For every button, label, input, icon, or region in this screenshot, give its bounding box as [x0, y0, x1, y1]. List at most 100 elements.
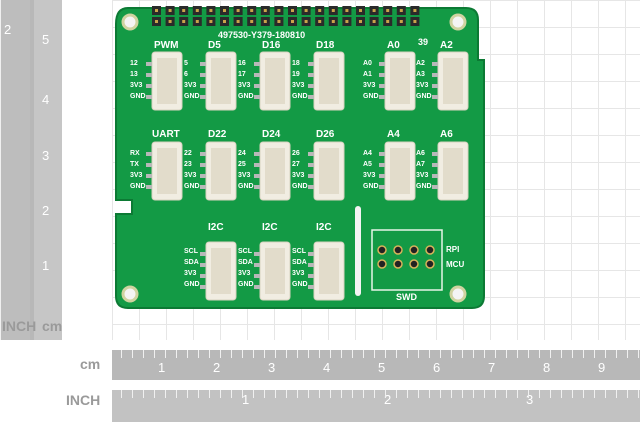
gpio-pin-tip: [155, 20, 158, 23]
pin-label: GND: [363, 93, 379, 100]
gpio-pin-tip: [386, 9, 390, 12]
cm-ruler-number: 2: [213, 360, 221, 375]
cm-ruler-number: 6: [433, 360, 441, 375]
gpio-pin-tip: [168, 9, 172, 12]
grove-connector: [379, 141, 416, 201]
connector-label: I2C: [262, 222, 278, 233]
gpio-pin-tip: [304, 20, 308, 23]
gpio-pin-tip: [345, 9, 349, 12]
swd-rpi-label: RPI: [446, 245, 460, 254]
gpio-pin-tip: [345, 20, 349, 23]
pin-label: GND: [130, 93, 146, 100]
pin-label: 27: [292, 161, 300, 168]
pin-label: 3V3: [292, 172, 305, 179]
pin-label: GND: [363, 183, 379, 190]
pin-label: GND: [292, 281, 308, 288]
gpio-pin-tip: [209, 20, 213, 23]
gpio-pin-tip: [413, 9, 417, 12]
gpio-pin-tip: [372, 20, 376, 23]
pin-label: A2: [416, 60, 425, 67]
grove-connector: [432, 141, 469, 201]
pin-label: 3V3: [363, 82, 376, 89]
gpio-pin-tip: [168, 20, 172, 23]
connector-label: D18: [316, 40, 335, 51]
inch-ruler-number: 1: [242, 392, 250, 407]
pin-label: 3V3: [238, 82, 251, 89]
connector-label: A2: [440, 40, 453, 51]
pin-label: 3V3: [292, 270, 305, 277]
gpio-pin-tip: [291, 9, 294, 12]
gpio-pin-tip: [331, 9, 335, 12]
connector-label: A0: [387, 40, 400, 51]
pin-label: GND: [416, 183, 432, 190]
connector-label: I2C: [208, 222, 224, 233]
pin-label: RX: [130, 150, 140, 157]
pin-label: 18: [292, 60, 300, 67]
pin-label: 25: [238, 161, 246, 168]
pin-label: GND: [292, 183, 308, 190]
connector-label: PWM: [154, 40, 179, 51]
gpio-pin-tip: [359, 20, 362, 23]
pin-label: 23: [184, 161, 192, 168]
gpio-pin-tip: [223, 20, 226, 23]
gpio-pin-tip: [413, 20, 417, 23]
gpio-pin-tip: [250, 9, 254, 12]
gpio-pin-tip: [155, 9, 158, 12]
connector-label: D16: [262, 40, 281, 51]
pin-label: SCL: [292, 248, 306, 255]
connector-label: UART: [152, 129, 180, 140]
pin-label: SDA: [238, 259, 253, 266]
pin-label: 3V3: [184, 172, 197, 179]
vertical-ruler: [0, 0, 62, 340]
pin-label: GND: [238, 93, 254, 100]
inch-ruler-number: 2: [384, 392, 392, 407]
connector-label: I2C: [316, 222, 332, 233]
cm-ruler-number: 4: [323, 360, 331, 375]
pin-label: GND: [130, 183, 146, 190]
pin-label: 3V3: [292, 82, 305, 89]
pin-label: 13: [130, 71, 138, 78]
pin-label: 3V3: [416, 172, 429, 179]
swd-pin: [393, 245, 403, 255]
pin-label: 3V3: [130, 172, 143, 179]
grove-connector: [308, 141, 345, 201]
grove-connector: [432, 51, 469, 111]
ruler-number: 5: [42, 32, 50, 47]
inch-unit-label: INCH: [2, 318, 37, 334]
pin-39-label: 39: [418, 37, 429, 47]
grove-connector: [146, 51, 183, 111]
swd-mcu-label: MCU: [446, 260, 465, 269]
pin-label: SDA: [292, 259, 307, 266]
gpio-pin-tip: [236, 9, 240, 12]
swd-pin: [377, 245, 387, 255]
connector-label: A6: [440, 129, 453, 140]
swd-pin: [377, 259, 387, 269]
cm-ruler-number: 3: [268, 360, 276, 375]
connector-label: D22: [208, 129, 227, 140]
silkscreen-id: 497530-Y379-180810: [218, 30, 306, 40]
pin-label: A4: [363, 150, 372, 157]
gpio-pin-tip: [250, 20, 254, 23]
pin-label: 3V3: [130, 82, 143, 89]
pin-label: A1: [363, 71, 372, 78]
inch-unit-label-bottom: INCH: [66, 392, 101, 408]
gpio-pin-tip: [209, 9, 213, 12]
pin-label: GND: [292, 93, 308, 100]
pin-label: 17: [238, 71, 246, 78]
gpio-pin-tip: [399, 20, 403, 23]
pin-label: A0: [363, 60, 372, 67]
gpio-pin-tip: [236, 20, 240, 23]
gpio-pin-tip: [277, 9, 281, 12]
grove-connector: [254, 51, 291, 111]
pin-label: 12: [130, 60, 138, 67]
swd-pin: [409, 245, 419, 255]
pin-label: 3V3: [238, 172, 251, 179]
pin-label: GND: [238, 281, 254, 288]
pin-label: GND: [184, 93, 200, 100]
swd-pin: [425, 245, 435, 255]
pin-label: 3V3: [184, 82, 197, 89]
gpio-pin-tip: [182, 20, 186, 23]
pin-label: 6: [184, 71, 188, 78]
cm-ruler-number: 8: [543, 360, 551, 375]
